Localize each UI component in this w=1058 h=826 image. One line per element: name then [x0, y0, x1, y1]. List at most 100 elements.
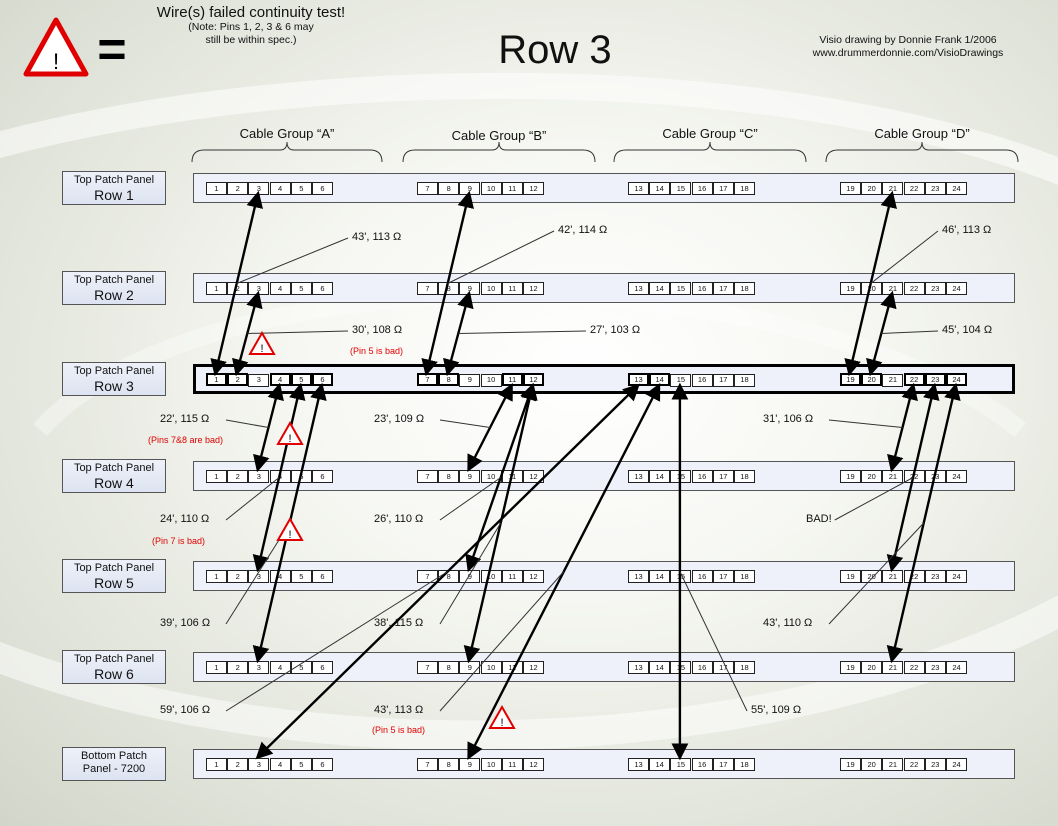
port-23[interactable]: 23 [924, 758, 946, 771]
port-24[interactable]: 24 [946, 758, 967, 771]
connection-label: 43', 110 Ω [763, 617, 813, 629]
port-6[interactable]: 6 [312, 282, 333, 295]
connection-label: 42', 114 Ω [558, 224, 608, 236]
row-label-title: Top Patch Panel [73, 274, 155, 286]
port-14[interactable]: 14 [649, 758, 671, 771]
port-13[interactable]: 13 [628, 182, 649, 195]
port-20[interactable]: 20 [861, 758, 883, 771]
port-1[interactable]: 1 [206, 470, 227, 483]
bad-pin-note: (Pin 5 is bad) [372, 725, 426, 735]
port-16[interactable]: 16 [691, 470, 713, 483]
warning-triangle-icon: ! [488, 704, 516, 729]
port-19[interactable]: 19 [840, 470, 861, 483]
credit: Visio drawing by Donnie Frank 1/2006 www… [778, 34, 1038, 60]
port-14[interactable]: 14 [649, 282, 671, 295]
svg-text:!: ! [288, 433, 291, 445]
legend-equals: = [97, 21, 126, 77]
port-10[interactable]: 10 [480, 282, 502, 295]
port-17[interactable]: 17 [712, 282, 734, 295]
port-22[interactable]: 22 [903, 282, 925, 295]
port-12[interactable]: 12 [523, 182, 544, 195]
leader-line [225, 571, 448, 712]
port-16[interactable]: 16 [691, 758, 713, 771]
port-1[interactable]: 1 [206, 661, 227, 674]
port-1[interactable]: 1 [206, 758, 227, 771]
row-label-name: Row 5 [94, 575, 134, 591]
port-22[interactable]: 22 [903, 182, 925, 195]
port-18[interactable]: 18 [734, 758, 755, 771]
port-12[interactable]: 12 [523, 282, 544, 295]
cable-group-d-brace [825, 141, 1019, 163]
port-11[interactable]: 11 [501, 282, 523, 295]
port-10[interactable]: 10 [480, 182, 502, 195]
port-2[interactable]: 2 [227, 470, 249, 483]
svg-text:!: ! [260, 343, 263, 355]
port-2[interactable]: 2 [227, 758, 249, 771]
port-11[interactable]: 11 [501, 182, 523, 195]
port-16[interactable]: 16 [691, 661, 713, 674]
port-5[interactable]: 5 [290, 282, 312, 295]
port-16[interactable]: 16 [691, 374, 713, 387]
port-4[interactable]: 4 [269, 282, 291, 295]
port-13[interactable]: 13 [628, 373, 649, 386]
port-6[interactable]: 6 [312, 182, 333, 195]
port-17[interactable]: 17 [712, 758, 734, 771]
port-18[interactable]: 18 [734, 182, 755, 195]
port-19[interactable]: 19 [840, 758, 861, 771]
port-2[interactable]: 2 [227, 570, 249, 583]
port-23[interactable]: 23 [924, 661, 946, 674]
port-21[interactable]: 21 [882, 661, 904, 674]
port-18[interactable]: 18 [734, 470, 755, 483]
port-18[interactable]: 18 [734, 374, 755, 387]
legend-title: Wire(s) failed continuity test! [156, 4, 346, 21]
port-10[interactable]: 10 [480, 758, 502, 771]
connection-label: 23', 109 Ω [374, 413, 425, 425]
port-13[interactable]: 13 [628, 282, 649, 295]
port-14[interactable]: 14 [649, 182, 671, 195]
cable-group-c-label: Cable Group “C” [662, 126, 758, 141]
port-5[interactable]: 5 [290, 182, 312, 195]
cable-group-braces [191, 141, 1019, 163]
port-17[interactable]: 17 [712, 570, 734, 583]
connection-label: 27', 103 Ω [590, 324, 641, 336]
port-16[interactable]: 16 [691, 182, 713, 195]
port-18[interactable]: 18 [734, 661, 755, 674]
port-15[interactable]: 15 [670, 182, 692, 195]
port-20[interactable]: 20 [861, 661, 883, 674]
credit-url: www.drummerdonnie.com/VisioDrawings [812, 47, 1004, 59]
port-16[interactable]: 16 [691, 282, 713, 295]
port-2[interactable]: 2 [227, 661, 249, 674]
port-11[interactable]: 11 [501, 758, 523, 771]
leader-line [439, 477, 501, 521]
port-18[interactable]: 18 [734, 570, 755, 583]
port-15[interactable]: 15 [670, 282, 692, 295]
port-1[interactable]: 1 [206, 570, 227, 583]
port-23[interactable]: 23 [924, 182, 946, 195]
port-20[interactable]: 20 [861, 470, 883, 483]
port-17[interactable]: 17 [712, 374, 734, 387]
port-18[interactable]: 18 [734, 282, 755, 295]
port-22[interactable]: 22 [903, 758, 925, 771]
port-19[interactable]: 19 [840, 570, 861, 583]
row-label-title: Top Patch Panel [73, 365, 155, 377]
connection-label: 59', 106 Ω [160, 704, 211, 716]
port-21[interactable]: 21 [882, 758, 904, 771]
port-17[interactable]: 17 [712, 470, 734, 483]
connection-label: 43', 113 Ω [352, 231, 402, 243]
port-17[interactable]: 17 [712, 182, 734, 195]
port-4[interactable]: 4 [269, 182, 291, 195]
svg-text:!: ! [500, 717, 503, 729]
port-23[interactable]: 23 [924, 282, 946, 295]
port-16[interactable]: 16 [691, 570, 713, 583]
port-19[interactable]: 19 [840, 661, 861, 674]
port-24[interactable]: 24 [946, 282, 967, 295]
leader-line [236, 237, 349, 284]
port-24[interactable]: 24 [946, 182, 967, 195]
row-label-title: Top Patch Panel [73, 562, 155, 574]
leader-line [828, 419, 903, 428]
cable-group-b-label: Cable Group “B” [451, 128, 547, 143]
svg-text:!: ! [288, 529, 291, 541]
warning-triangle-icon: ! [276, 516, 304, 541]
connection-label: 38', 115 Ω [374, 617, 424, 629]
